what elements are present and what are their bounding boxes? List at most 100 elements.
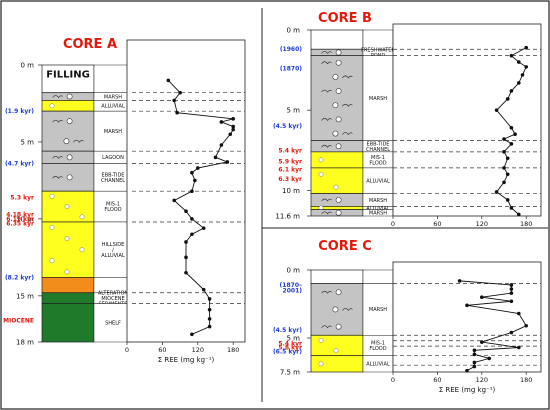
plant-symbol	[321, 144, 332, 148]
unit-label: FLOOD	[369, 160, 386, 166]
age-label: (1870–	[280, 282, 302, 289]
shell-symbol	[332, 102, 339, 109]
unit-label: HILLSIDE	[102, 242, 124, 248]
x-tick-label: 180	[520, 220, 532, 228]
sree-point	[196, 166, 200, 170]
depth-tick-label: 15 m	[16, 292, 34, 300]
pebble-symbol	[318, 337, 324, 343]
sree-point	[172, 98, 176, 103]
age-label: 6.35 kyr	[6, 221, 34, 228]
unit-label-box	[362, 167, 394, 194]
sree-point	[457, 279, 462, 283]
age-label: 4.18 kyr	[6, 211, 34, 218]
unit-label: /	[112, 247, 114, 253]
sree-point	[513, 132, 517, 137]
age-label: 5.3 kyr	[10, 194, 34, 201]
x-tick-label: 60	[158, 346, 166, 354]
plant-symbol	[321, 211, 332, 215]
age-label: (8.2 kyr)	[5, 274, 34, 281]
sree-point	[184, 255, 188, 260]
x-tick-label: 0	[391, 220, 395, 228]
unit-label: SHELF	[105, 321, 121, 327]
sree-point	[509, 89, 514, 93]
depth-tick-label: 11.6 m	[275, 213, 300, 221]
shell-symbol	[66, 118, 73, 125]
unit-label-box	[93, 221, 133, 278]
lithology-unit	[310, 29, 364, 50]
unit-label: CHANNEL	[101, 178, 125, 184]
age-label: 5.4 kyr	[278, 340, 302, 347]
sree-point	[465, 368, 469, 373]
shell-symbol	[332, 74, 339, 80]
shell-symbol	[335, 209, 342, 216]
shell-symbol	[335, 143, 342, 150]
sree-point	[175, 110, 179, 115]
sree-point	[225, 160, 230, 164]
x-tick-label: 60	[433, 220, 441, 228]
sree-line	[495, 47, 527, 215]
unit-label: ALLUVIAL	[366, 362, 390, 368]
age-label: 6.3 kyr	[278, 176, 302, 183]
shell-symbol	[335, 49, 342, 56]
pebble-symbol	[333, 184, 339, 190]
core-panel-1: CORE AFILLINGMARSHALLUVIALMARSHLAGOONEBB…	[3, 37, 246, 364]
sree-point	[517, 345, 521, 350]
unit-label: MIOCENE	[101, 296, 124, 302]
pebble-symbol	[64, 204, 70, 210]
lithology-unit	[41, 292, 95, 304]
plant-symbol	[342, 308, 353, 312]
unit-label: ALLUVIAL	[101, 253, 125, 259]
sree-point	[480, 295, 484, 300]
pebble-symbol	[79, 214, 85, 220]
shell-symbol	[66, 154, 73, 161]
sree-point	[505, 97, 510, 101]
pebble-symbol	[49, 193, 55, 199]
sree-point	[524, 45, 528, 50]
shell-symbol	[66, 93, 73, 100]
plant-symbol	[73, 139, 84, 143]
sree-point	[190, 217, 194, 221]
x-tick-label: 120	[476, 220, 488, 228]
unit-label: MARSH	[104, 94, 122, 100]
sree-point	[228, 132, 233, 137]
unit-label-box	[362, 269, 394, 284]
pebble-symbol	[49, 258, 55, 264]
age-label: 2001)	[283, 287, 303, 294]
unit-label: ALTERATION	[98, 290, 128, 296]
unit-label-box	[362, 55, 394, 141]
unit-label-box	[93, 110, 133, 152]
plant-symbol	[321, 61, 332, 65]
unit-label: MARSH	[369, 96, 387, 102]
plant-symbol	[52, 119, 63, 123]
unit-label: ALLUVIAL	[366, 179, 390, 185]
pebble-symbol	[49, 103, 55, 109]
plant-symbol	[321, 198, 332, 202]
shell-symbol	[335, 116, 342, 123]
shell-symbol	[335, 289, 342, 296]
unit-label: EBB-TIDE	[102, 172, 125, 178]
pebble-symbol	[318, 361, 324, 367]
age-label: 6.19 kyr	[6, 216, 34, 223]
x-tick-label: 120	[476, 376, 488, 384]
sree-point	[190, 189, 194, 193]
sree-point	[190, 170, 194, 175]
lithology-unit	[41, 64, 95, 94]
plant-symbol	[321, 290, 332, 294]
sree-point	[207, 297, 212, 301]
plot-frame	[392, 261, 542, 373]
unit-label: MARSH	[104, 129, 122, 135]
lithology-unit	[41, 277, 95, 294]
sree-point	[517, 60, 521, 64]
shell-symbol	[63, 138, 70, 145]
age-label: 5.4 kyr	[278, 147, 302, 154]
pebble-symbol	[64, 269, 70, 275]
x-tick-label: 0	[391, 376, 395, 384]
sree-point	[494, 190, 499, 194]
sree-point	[502, 150, 506, 154]
plant-symbol	[342, 132, 353, 136]
plant-symbol	[321, 89, 332, 93]
sree-point	[190, 332, 194, 337]
sree-point	[502, 137, 506, 141]
core-panel-2: CORE BFRESHWATERPONDMARSHEBB-TIDECHANNEL…	[273, 11, 542, 228]
